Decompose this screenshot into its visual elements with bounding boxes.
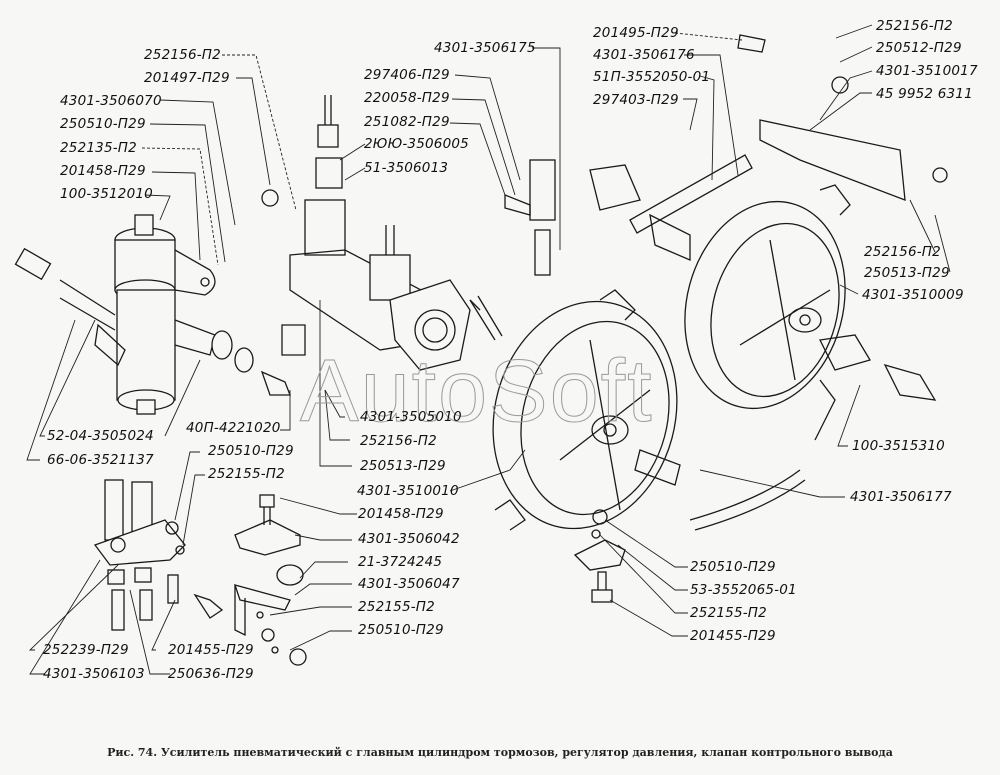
part-label: 4301-3506176 [593, 47, 695, 63]
part-label: 4301-3506047 [358, 576, 460, 592]
part-label: 201497-П29 [144, 70, 230, 86]
part-label: 252155-П2 [358, 599, 435, 615]
part-label: 201495-П29 [593, 25, 679, 41]
master-cylinder [261, 95, 503, 371]
leader-lines [26, 24, 951, 675]
part-label: 250510-П29 [208, 443, 294, 459]
part-label: 250510-П29 [60, 116, 146, 132]
part-label: 66-06-3521137 [47, 452, 154, 468]
booster-housing-rear [589, 34, 948, 531]
figure-caption: Рис. 74. Усилитель пневматический с глав… [107, 746, 893, 759]
part-label: 4301-3506177 [850, 489, 952, 505]
part-label: 297403-П29 [593, 92, 679, 108]
part-label: 4301-3506070 [60, 93, 162, 109]
tubes-and-clamps [469, 159, 556, 311]
part-label: 4301-3510017 [876, 63, 978, 79]
pressure-regulator [14, 214, 291, 415]
part-label: 250510-П29 [690, 559, 776, 575]
part-label: 252156-П2 [864, 244, 941, 260]
part-label: 201458-П29 [358, 506, 444, 522]
part-label: 250510-П29 [358, 622, 444, 638]
valve-plate-assembly [93, 479, 224, 631]
part-label: 100-3515310 [852, 438, 945, 454]
part-label: 252155-П2 [690, 605, 767, 621]
part-label: 51П-3552050-01 [593, 69, 711, 85]
part-label: 252156-П2 [876, 18, 953, 34]
part-label: 252156-П2 [360, 433, 437, 449]
part-label: 40П-4221020 [186, 420, 281, 436]
part-label: 2ЮЮ-3506005 [364, 136, 469, 152]
part-label: 250636-П29 [168, 666, 254, 682]
part-label: 4301-3506175 [434, 40, 536, 56]
part-label: 201455-П29 [168, 642, 254, 658]
booster-housing-front [492, 289, 681, 531]
part-label: 4301-3510010 [357, 483, 459, 499]
part-label: 51-3506013 [364, 160, 449, 176]
part-label: 252156-П2 [144, 47, 221, 63]
part-label: 4301-3510009 [862, 287, 964, 303]
part-label: 45 9952 6311 [876, 86, 973, 102]
part-label: 250513-П29 [864, 265, 950, 281]
bracket-assembly [233, 494, 307, 666]
part-label: 220058-П29 [364, 90, 450, 106]
part-label: 250513-П29 [360, 458, 446, 474]
part-label: 250512-П29 [876, 40, 962, 56]
part-label: 297406-П29 [364, 67, 450, 83]
part-label: 4301-3506103 [43, 666, 145, 682]
mounting-clip-parts [573, 509, 626, 603]
part-label: 251082-П29 [364, 114, 450, 130]
part-label: 100-3512010 [60, 186, 153, 202]
part-label: 252239-П29 [43, 642, 129, 658]
part-label: 252155-П2 [208, 466, 285, 482]
part-label: 252135-П2 [60, 140, 137, 156]
part-label: 53-3552065-01 [690, 582, 797, 598]
part-label: 4301-3505010 [360, 409, 462, 425]
part-label: 201458-П29 [60, 163, 146, 179]
part-label: 201455-П29 [690, 628, 776, 644]
part-label: 21-3724245 [358, 554, 443, 570]
part-label: 4301-3506042 [358, 531, 460, 547]
part-label: 52-04-3505024 [47, 428, 154, 444]
